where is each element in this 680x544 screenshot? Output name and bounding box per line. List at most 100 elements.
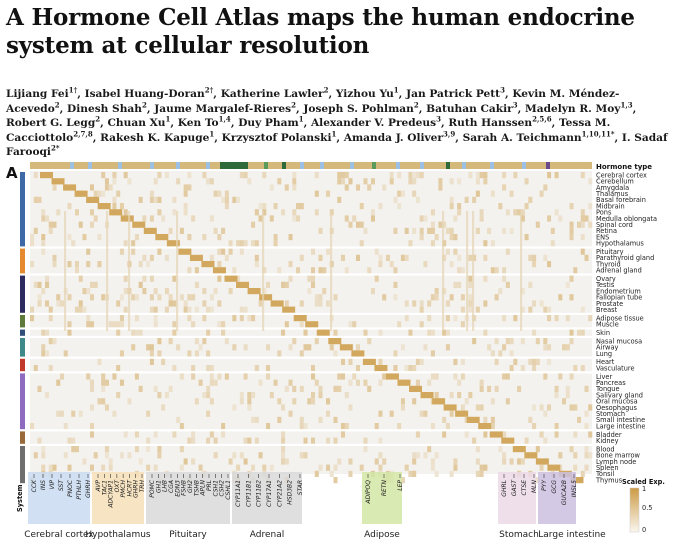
tissue-label: Breast xyxy=(596,306,618,314)
heatmap-cell xyxy=(288,344,293,351)
heatmap-cell xyxy=(116,300,121,307)
heatmap-cell-high xyxy=(328,338,342,345)
heatmap-cell xyxy=(183,190,188,197)
heatmap-cell xyxy=(307,288,312,295)
heatmap-cell xyxy=(213,452,218,459)
tissue-label: Thyroid xyxy=(595,260,621,268)
heatmap-cell xyxy=(149,358,154,365)
heatmap-cell xyxy=(370,178,375,185)
heatmap-cell xyxy=(168,294,173,301)
heatmap-cell xyxy=(468,281,473,288)
author: Joseph S. Pohlman2 xyxy=(303,101,418,115)
heatmap-cell xyxy=(554,423,559,430)
gene-label: PRL xyxy=(206,480,213,491)
heatmap-cell xyxy=(187,294,192,301)
hormone-type-mark xyxy=(522,162,526,169)
gene-label: AVP xyxy=(95,480,102,493)
heatmap-cell xyxy=(400,404,405,411)
heatmap-cell xyxy=(191,321,196,328)
author-name: Katherine Lawler xyxy=(220,88,324,100)
heatmap-cell xyxy=(206,385,211,392)
heatmap-cell xyxy=(580,470,585,477)
heatmap-cell xyxy=(236,275,241,282)
heatmap-cell xyxy=(206,437,211,444)
author: Jaume Margalef-Rieres2 xyxy=(154,101,296,115)
heatmap-cell xyxy=(41,452,46,459)
heatmap-cell xyxy=(63,350,68,357)
heatmap-cell xyxy=(577,221,582,228)
heatmap-cell xyxy=(423,410,428,417)
heatmap-cell xyxy=(344,215,349,222)
heatmap-cell xyxy=(502,458,507,465)
heatmap-cell xyxy=(123,275,128,282)
heatmap-cell xyxy=(573,464,578,471)
heatmap-cell xyxy=(41,446,46,453)
hormone-type-mark xyxy=(282,162,286,169)
heatmap-cell xyxy=(520,365,525,372)
author-name: Kevin M. Méndez-Acevedo xyxy=(6,88,620,115)
heatmap-cell xyxy=(269,464,274,471)
heatmap-cell xyxy=(490,190,495,197)
heatmap-cell xyxy=(483,329,488,336)
gene-label: GHRH xyxy=(133,480,140,498)
heatmap-cell xyxy=(232,315,237,322)
heatmap-cell xyxy=(352,321,357,328)
heatmap-cell xyxy=(172,321,177,328)
heatmap-cell xyxy=(213,288,218,295)
heatmap-cell xyxy=(86,373,91,380)
tissue-label: Airway xyxy=(596,344,618,352)
heatmap-cell xyxy=(520,209,525,216)
hormone-type-label: Hormone type xyxy=(596,163,652,171)
heatmap-cell xyxy=(468,300,473,307)
tissue-label: Parathyroid gland xyxy=(596,254,654,262)
heatmap-cell xyxy=(228,458,233,465)
heatmap-cell-high xyxy=(478,423,492,430)
heatmap-cell xyxy=(247,404,252,411)
heatmap-cell xyxy=(430,209,435,216)
heatmap-cell xyxy=(239,392,244,399)
heatmap-cell xyxy=(273,203,278,210)
heatmap-cell xyxy=(153,464,158,471)
heatmap-cell-high xyxy=(224,275,238,282)
heatmap-cell xyxy=(449,410,454,417)
heatmap-cell xyxy=(224,203,229,210)
heatmap-cell xyxy=(112,178,117,185)
heatmap-cell xyxy=(161,358,166,365)
heatmap-cell xyxy=(434,373,439,380)
heatmap-cell xyxy=(502,227,507,234)
heatmap-cell xyxy=(322,267,327,274)
heatmap-cell xyxy=(475,178,480,185)
gene-label: SST xyxy=(58,479,65,491)
tissue-label: Small intestine xyxy=(596,416,645,424)
heatmap-cell xyxy=(355,365,361,372)
heatmap-cell xyxy=(318,254,323,261)
heatmap-cell xyxy=(224,190,229,197)
heatmap-cell xyxy=(194,350,199,357)
heatmap-cell xyxy=(37,300,42,307)
heatmap-cell xyxy=(393,350,398,357)
heatmap-cell xyxy=(580,234,585,241)
heatmap-cell xyxy=(577,329,582,336)
heatmap-cell xyxy=(217,275,222,282)
heatmap-cell xyxy=(400,477,405,484)
gene-label: CYP17A1 xyxy=(266,480,273,507)
hormone-type-mark xyxy=(396,162,400,169)
heatmap-cell xyxy=(528,416,533,423)
heatmap-cell xyxy=(438,221,443,228)
heatmap-cell xyxy=(502,315,507,322)
heatmap-cell xyxy=(247,315,252,322)
heatmap-cell xyxy=(213,437,218,444)
heatmap-cell xyxy=(86,315,91,322)
gene-label: CGA xyxy=(168,480,175,493)
heatmap-cell xyxy=(460,321,465,328)
heatmap-cell xyxy=(505,338,510,345)
heatmap-cell xyxy=(509,190,514,197)
author: Ruth Hanssen2,5,6 xyxy=(448,116,551,130)
heatmap-cell xyxy=(363,379,368,386)
heatmap-cell xyxy=(269,215,274,222)
heatmap-cell xyxy=(449,261,454,268)
heatmap-cell xyxy=(404,254,409,261)
tissue-label: Skin xyxy=(596,329,610,337)
heatmap-cell xyxy=(363,178,368,185)
row-group-gap xyxy=(30,327,592,330)
